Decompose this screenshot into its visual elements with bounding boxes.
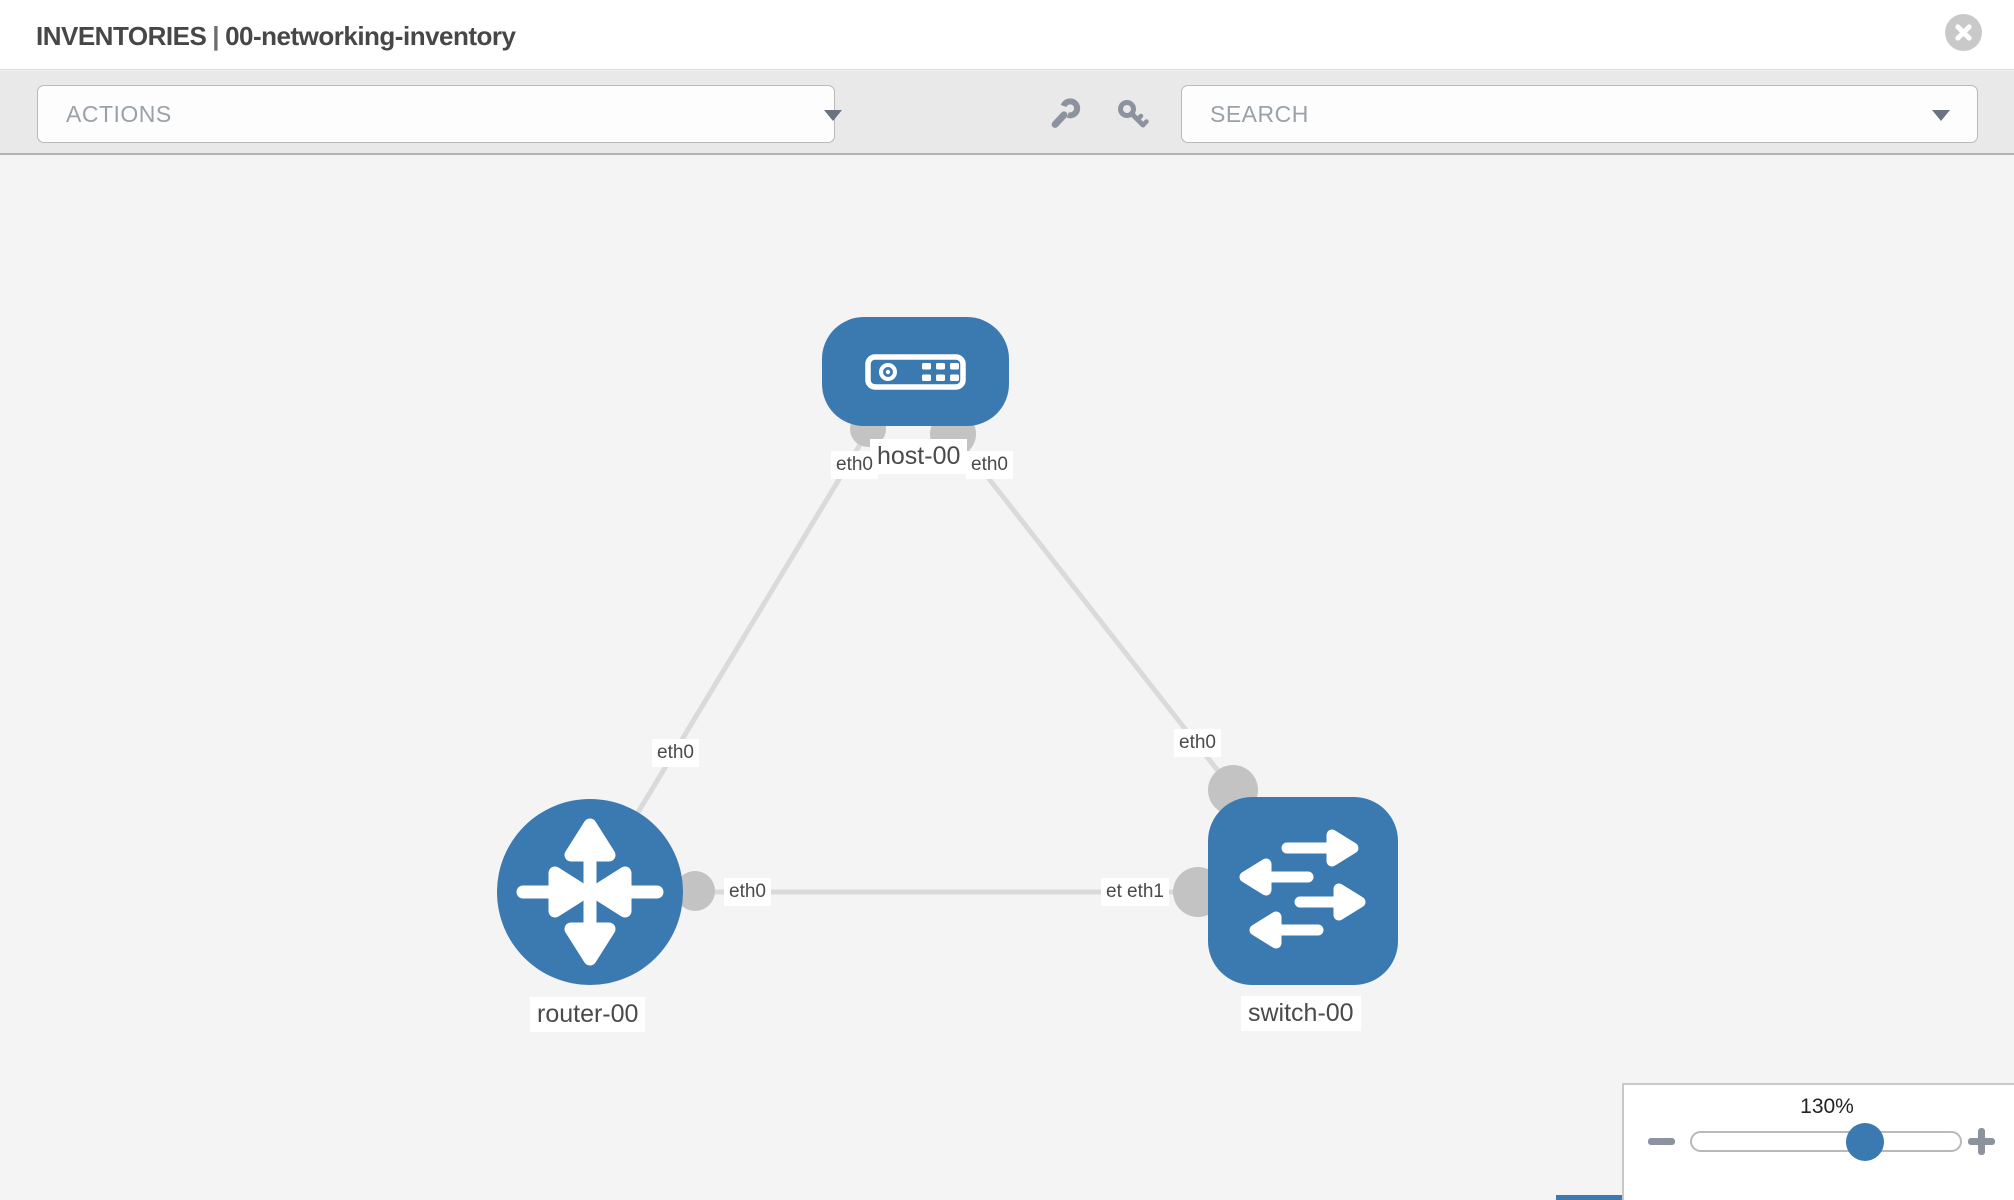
interface-label-router-host: eth0 (652, 739, 699, 767)
node-switch-00[interactable] (1208, 797, 1398, 985)
wrench-icon (1051, 98, 1081, 128)
route-arrows-icon (516, 818, 664, 966)
node-label-router: router-00 (530, 997, 646, 1032)
switch-arrows-icon (1239, 829, 1366, 949)
zoom-slider-thumb[interactable] (1846, 1123, 1884, 1161)
zoom-level-value: 130% (1800, 1095, 1854, 1118)
interface-label-router-switch-right-front: eth1 (1122, 878, 1169, 906)
credentials-tool-button[interactable] (1110, 93, 1156, 139)
breadcrumb-separator: | (212, 21, 220, 51)
actions-dropdown-label: ACTIONS (66, 101, 172, 127)
page-title: INVENTORIES|00-networking-inventory (36, 21, 516, 52)
node-label-host: host-00 (870, 439, 968, 474)
caret-down-icon (824, 110, 842, 121)
node-router-00[interactable] (497, 799, 683, 985)
toolbar: ACTIONS SEARCH (0, 71, 2014, 155)
zoom-control-panel: 130% (1622, 1083, 2014, 1200)
key-icon (1118, 100, 1149, 128)
bottom-edge-blue-bar (1556, 1195, 1640, 1200)
server-icon (865, 354, 966, 390)
zoom-slider-track[interactable] (1690, 1131, 1962, 1152)
zoom-in-button plus-icon[interactable] (1968, 1128, 1995, 1155)
interface-label-router-switch-left: eth0 (724, 878, 771, 906)
interface-endpoint-dots (675, 411, 1258, 917)
node-label-switch: switch-00 (1241, 996, 1361, 1031)
window-header: INVENTORIES|00-networking-inventory (0, 0, 2014, 70)
search-dropdown[interactable]: SEARCH (1181, 85, 1978, 143)
actions-dropdown[interactable]: ACTIONS (37, 85, 842, 143)
breadcrumb-section: INVENTORIES (36, 21, 207, 51)
search-placeholder: SEARCH (1210, 101, 1309, 127)
inventory-name: 00-networking-inventory (225, 21, 516, 51)
endpoint-router-right (675, 871, 715, 911)
configure-tool-button[interactable] (1040, 93, 1086, 139)
zoom-out-button minus-icon[interactable] (1648, 1138, 1675, 1145)
interface-label-host-left: eth0 (831, 451, 878, 479)
node-host-00[interactable] (822, 317, 1009, 426)
interface-label-host-right: eth0 (966, 451, 1013, 479)
interface-label-host-switch: eth0 (1174, 729, 1221, 757)
caret-down-icon (1932, 110, 1950, 121)
link-lines (587, 426, 1303, 895)
close-button circle-x-icon[interactable] (1945, 14, 1982, 51)
